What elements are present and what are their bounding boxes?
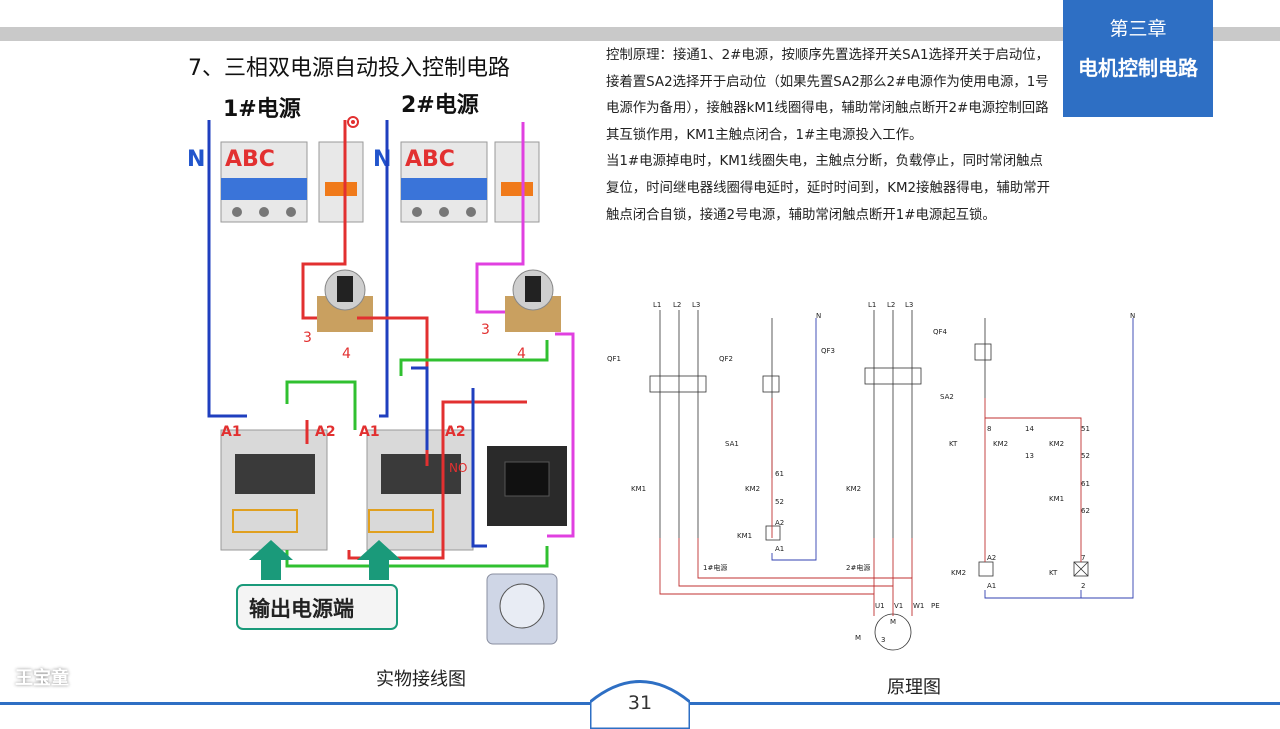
photo-term4-a: 4 bbox=[342, 346, 351, 362]
sch-n7: 7 bbox=[1081, 554, 1085, 562]
photo-n-label-2: N bbox=[373, 147, 391, 172]
sch-KT-coil: KT bbox=[1049, 569, 1058, 577]
sch-KM2-nc: KM2 bbox=[1049, 440, 1064, 448]
photo-term4-b: 4 bbox=[517, 346, 526, 362]
slide-title: 7、三相双电源自动投入控制电路 bbox=[188, 56, 510, 81]
sch-M: M bbox=[855, 634, 861, 642]
sch-n13: 13 bbox=[1025, 452, 1034, 460]
photo-source1-label: 1#电源 bbox=[223, 97, 301, 122]
sch-KM1-main: KM1 bbox=[631, 485, 646, 493]
page-number-tab bbox=[590, 680, 690, 729]
sch-PE: PE bbox=[931, 602, 940, 610]
sch-V1: V1 bbox=[894, 602, 903, 610]
sch-L3-b: L3 bbox=[905, 301, 913, 309]
chapter-badge: 第三章 电机控制电路 bbox=[1063, 0, 1213, 117]
sch-n8: 8 bbox=[987, 425, 991, 433]
sch-n2-kt: 2 bbox=[1081, 582, 1085, 590]
sch-KM1-coil: KM1 bbox=[737, 532, 752, 540]
photo-output-label: 输出电源端 bbox=[249, 597, 354, 621]
watermark-text: 王宝童 bbox=[15, 668, 69, 689]
chapter-number: 第三章 bbox=[1109, 18, 1167, 40]
sch-KM1-nc: KM1 bbox=[1049, 495, 1064, 503]
wiring-photo: 1#电源 2#电源 N ABC N ABC 3 4 3 4 A1 A2 A1 A… bbox=[187, 90, 593, 655]
sch-KM2-aux: KM2 bbox=[745, 485, 760, 493]
sch-L2-a: L2 bbox=[673, 301, 681, 309]
sch-A2-km1: A2 bbox=[775, 519, 784, 527]
sch-KM2-coil: KM2 bbox=[951, 569, 966, 577]
sch-motor-M: M bbox=[890, 618, 896, 626]
photo-no-label: NO bbox=[449, 461, 467, 475]
sch-KM2-main: KM2 bbox=[846, 485, 861, 493]
sch-L3-a: L3 bbox=[692, 301, 700, 309]
photo-abc-label-2: ABC bbox=[405, 147, 455, 172]
sch-L1-a: L1 bbox=[653, 301, 661, 309]
sch-N-b: N bbox=[1130, 312, 1135, 320]
principle-paragraph-1: 控制原理：接通1、2#电源，按顺序先置选择开关SA1选择开关于启动位，接着置SA… bbox=[606, 48, 1050, 143]
sch-SA2: SA2 bbox=[940, 393, 954, 401]
sch-A1-km1: A1 bbox=[775, 545, 784, 553]
photo-a1-left: A1 bbox=[221, 424, 242, 440]
sch-QF2: QF2 bbox=[719, 355, 733, 363]
sch-n52: 52 bbox=[1081, 452, 1090, 460]
sch-N-a: N bbox=[816, 312, 821, 320]
sch-n52-a: 52 bbox=[775, 498, 784, 506]
sch-QF3: QF3 bbox=[821, 347, 835, 355]
sch-A1-km2: A1 bbox=[987, 582, 996, 590]
principle-paragraph-2: 当1#电源掉电时，KM1线圈失电，主触点分断，负载停止，同时常闭触点复位，时间继… bbox=[606, 154, 1050, 223]
top-decor-bar bbox=[0, 27, 1280, 41]
photo-n-label-1: N bbox=[187, 147, 205, 172]
sch-motor-3: 3 bbox=[881, 636, 885, 644]
sch-n61-a: 61 bbox=[775, 470, 784, 478]
photo-abc-label-1: ABC bbox=[225, 147, 275, 172]
photo-caption: 实物接线图 bbox=[376, 669, 466, 690]
schematic-caption: 原理图 bbox=[887, 677, 941, 698]
photo-a1-right: A1 bbox=[359, 424, 380, 440]
photo-source2-label: 2#电源 bbox=[401, 93, 479, 118]
photo-a2-left: A2 bbox=[315, 424, 336, 440]
sch-QF4: QF4 bbox=[933, 328, 948, 336]
sch-n62: 62 bbox=[1081, 507, 1090, 515]
sch-KM2-selfhold: KM2 bbox=[993, 440, 1008, 448]
schematic-diagram: L1 L2 L3 N L1 L2 L3 N QF1 QF2 QF3 QF4 SA… bbox=[603, 298, 1146, 664]
sch-n51: 51 bbox=[1081, 425, 1090, 433]
sch-SA1: SA1 bbox=[725, 440, 739, 448]
photo-term3-a: 3 bbox=[303, 330, 312, 346]
sch-W1: W1 bbox=[913, 602, 924, 610]
sch-source1: 1#电源 bbox=[703, 563, 727, 572]
sch-n61-b: 61 bbox=[1081, 480, 1090, 488]
photo-a2-right: A2 bbox=[445, 424, 466, 440]
principle-text: 控制原理：接通1、2#电源，按顺序先置选择开关SA1选择开关于启动位，接着置SA… bbox=[606, 43, 1056, 229]
photo-term3-b: 3 bbox=[481, 322, 490, 338]
sch-QF1: QF1 bbox=[607, 355, 621, 363]
sch-KT-contact: KT bbox=[949, 440, 958, 448]
sch-n14: 14 bbox=[1025, 425, 1034, 433]
page-number: 31 bbox=[627, 692, 653, 714]
sch-source2: 2#电源 bbox=[846, 563, 870, 572]
sch-L1-b: L1 bbox=[868, 301, 876, 309]
sch-A2-km2: A2 bbox=[987, 554, 996, 562]
sch-U1: U1 bbox=[875, 602, 885, 610]
sch-L2-b: L2 bbox=[887, 301, 895, 309]
chapter-title: 电机控制电路 bbox=[1078, 56, 1198, 80]
